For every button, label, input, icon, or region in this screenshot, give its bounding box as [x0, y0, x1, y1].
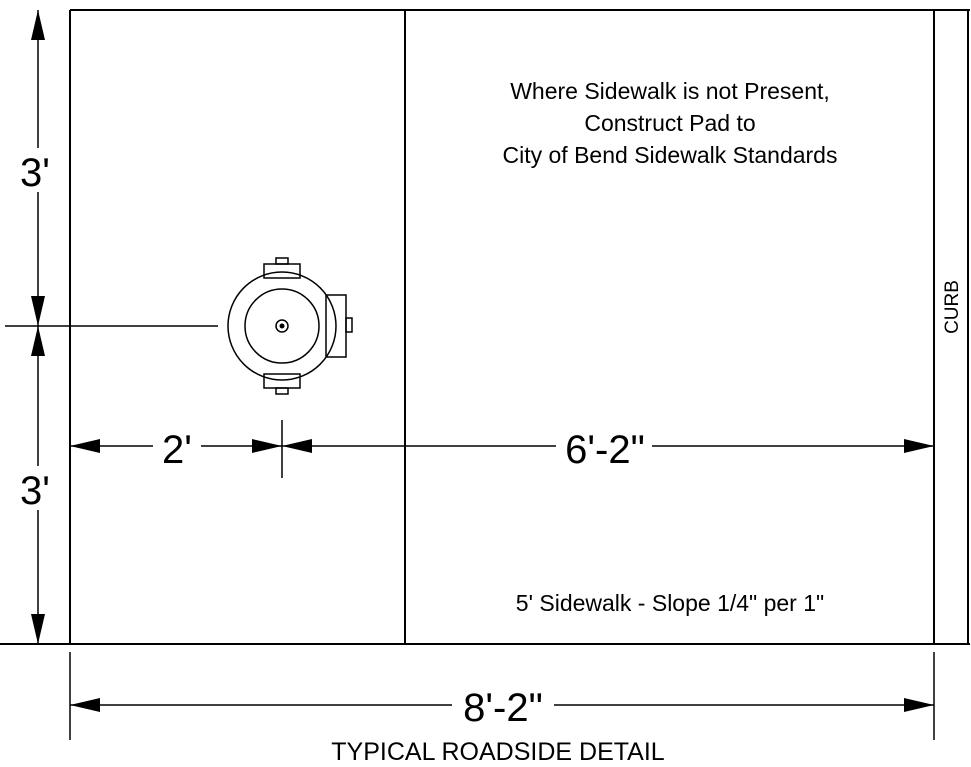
- curb-label: CURB: [942, 280, 963, 334]
- hydrant-dimension: [70, 420, 934, 478]
- drawing-title: TYPICAL ROADSIDE DETAIL: [331, 738, 665, 766]
- pad-note-line-3: City of Bend Sidewalk Standards: [503, 142, 838, 168]
- lower-height-label: 3': [20, 469, 50, 513]
- fire-hydrant-plan-icon: [227, 257, 353, 395]
- vertical-dimension: [5, 10, 218, 644]
- sidewalk-note: 5' Sidewalk - Slope 1/4" per 1": [516, 590, 824, 616]
- curb: [933, 10, 969, 644]
- overall-width-label: 8'-2": [463, 686, 543, 730]
- pad-outline: [0, 9, 970, 645]
- offset-to-hydrant-label: 2': [162, 428, 192, 472]
- hydrant-to-curb-label: 6'-2": [565, 428, 645, 472]
- pad-note-line-2: Construct Pad to: [584, 110, 755, 136]
- upper-height-label: 3': [20, 151, 50, 195]
- pad-note-line-1: Where Sidewalk is not Present,: [510, 78, 830, 104]
